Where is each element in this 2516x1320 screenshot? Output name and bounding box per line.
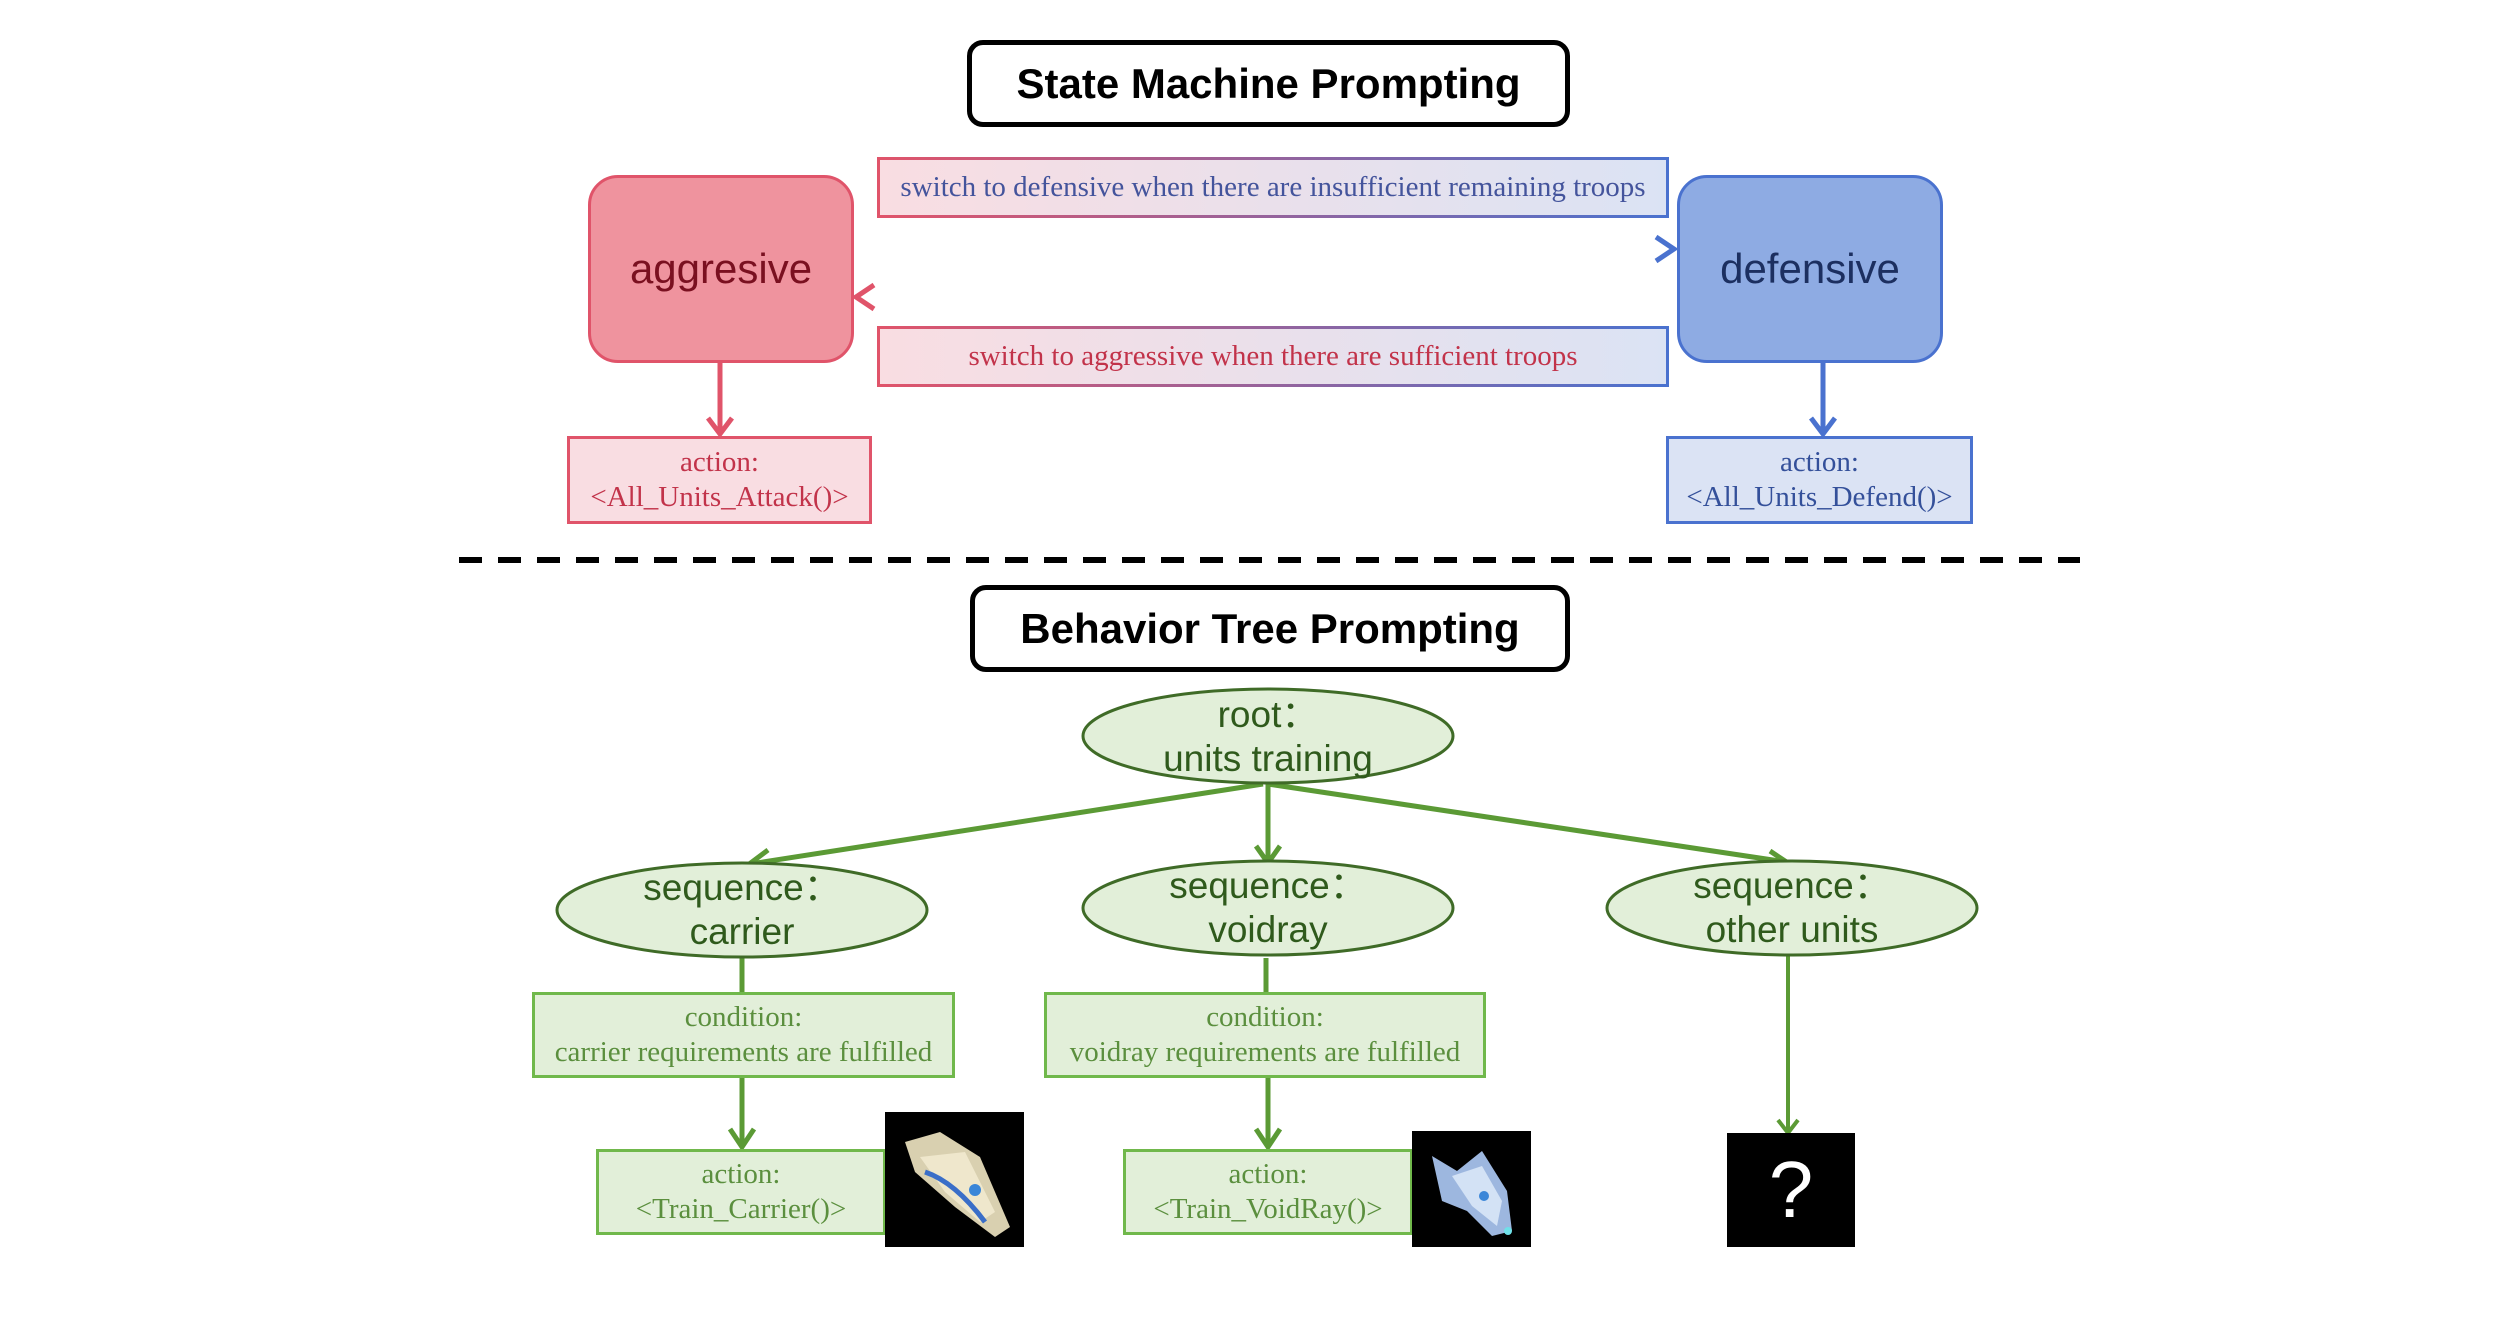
transition-label-to-defensive: switch to defensive when there are insuf… [877, 157, 1669, 218]
behavior-tree-title: Behavior Tree Prompting [970, 585, 1570, 672]
arrowhead-aggressive-action [706, 416, 734, 439]
condition-text: voidray requirements are fulfilled [1069, 1036, 1461, 1068]
sequence-name: voidray [1208, 909, 1328, 950]
sequence-other-shape [1605, 859, 1979, 957]
condition-label: condition: [1206, 1001, 1324, 1033]
root-node-name: units training [1163, 738, 1373, 779]
sequence-carrier-node: sequence： carrier [557, 863, 927, 957]
transition-label-to-aggressive: switch to aggressive when there are suff… [877, 326, 1669, 387]
voidray-unit-image [1412, 1131, 1531, 1247]
action-label: action: [1780, 446, 1859, 478]
action-label: action: [701, 1158, 781, 1190]
state-machine-title: State Machine Prompting [967, 40, 1570, 127]
edge-root-other [1267, 781, 1787, 865]
root-node-label: root： [1217, 694, 1319, 735]
voidray-ship-icon [1432, 1151, 1512, 1236]
state-aggressive: aggresive [588, 175, 854, 363]
action-call: <Train_VoidRay()> [1153, 1193, 1383, 1225]
action-box-train-carrier: action: <Train_Carrier()> [596, 1149, 886, 1235]
arrowhead-voidray-action [1253, 1127, 1283, 1152]
action-box-defend: action: <All_Units_Defend()> [1666, 436, 1973, 524]
carrier-ship-icon [905, 1132, 1010, 1237]
unknown-unit-box: ? [1727, 1133, 1855, 1247]
condition-label: condition: [684, 1001, 803, 1033]
action-box-train-voidray: action: <Train_VoidRay()> [1123, 1149, 1413, 1235]
question-mark-icon: ? [1768, 1145, 1814, 1234]
carrier-unit-image [885, 1112, 1024, 1247]
action-call: <All_Units_Attack()> [590, 481, 849, 513]
condition-text: carrier requirements are fulfilled [554, 1036, 933, 1068]
sequence-name: carrier [689, 911, 795, 952]
condition-box-voidray: condition: voidray requirements are fulf… [1044, 992, 1486, 1078]
action-call: <Train_Carrier()> [635, 1193, 847, 1225]
sequence-label: sequence： [1693, 865, 1891, 906]
sequence-voidray-shape [1081, 859, 1455, 957]
sequence-other-node: sequence： other units [1607, 861, 1977, 955]
action-label: action: [1228, 1158, 1308, 1190]
root-node-shape [1081, 687, 1455, 785]
sequence-label: sequence： [1169, 865, 1367, 906]
action-label: action: [680, 446, 759, 478]
arrowhead-to-aggressive [851, 282, 876, 312]
arrowhead-to-defensive [1654, 234, 1679, 264]
sequence-label: sequence： [643, 867, 841, 908]
condition-box-carrier: condition: carrier requirements are fulf… [532, 992, 955, 1078]
action-call: <All_Units_Defend()> [1686, 481, 1953, 513]
state-defensive: defensive [1677, 175, 1943, 363]
sequence-voidray-node: sequence： voidray [1083, 861, 1453, 955]
sequence-carrier-shape [555, 861, 929, 959]
root-node: root： units training [1083, 690, 1453, 784]
arrowhead-defensive-action [1809, 416, 1837, 439]
arrowhead-carrier-action [727, 1127, 757, 1152]
sequence-name: other units [1705, 909, 1879, 950]
edge-root-carrier [749, 781, 1264, 867]
action-box-attack: action: <All_Units_Attack()> [567, 436, 872, 524]
